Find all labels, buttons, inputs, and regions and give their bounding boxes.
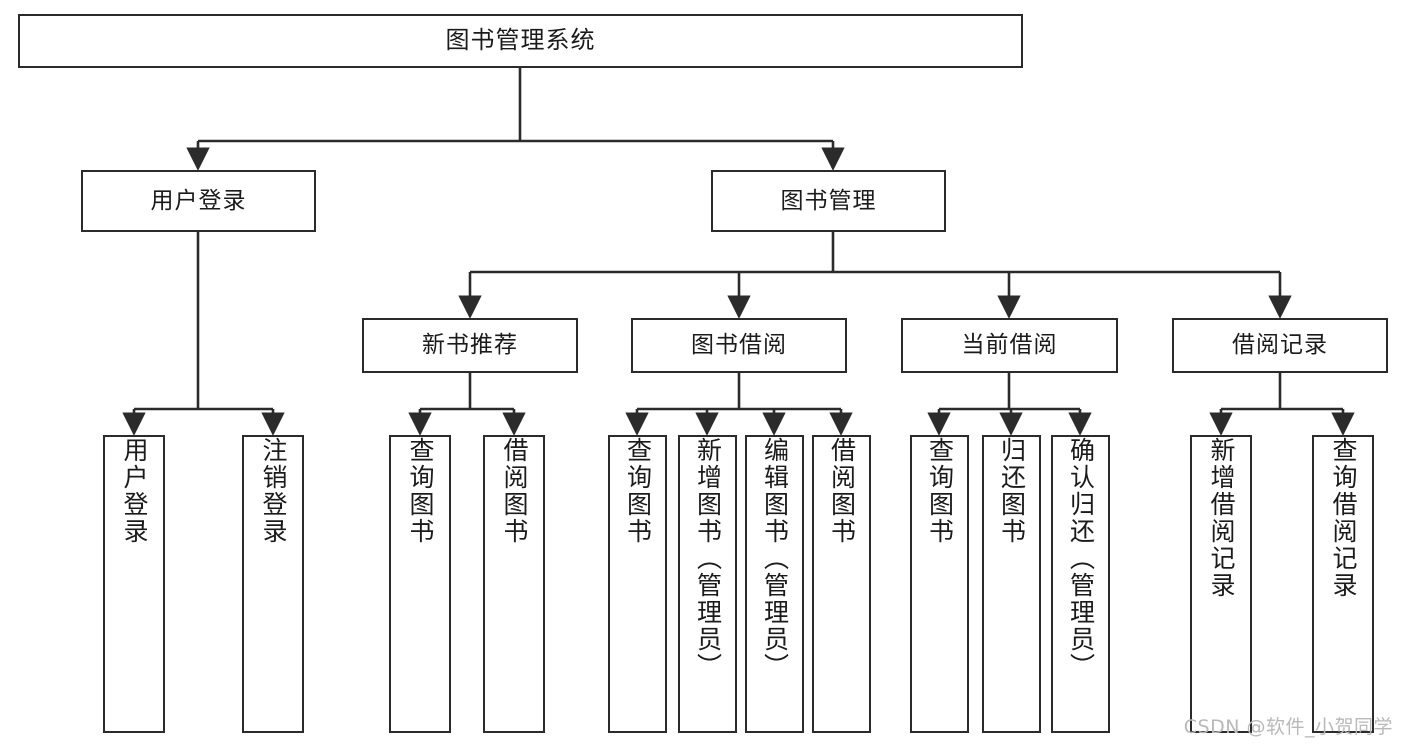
node-label: 注销登录 xyxy=(259,437,288,545)
node-label: 查询图书 xyxy=(623,437,653,545)
node-borrow-record[interactable]: 借阅记录 xyxy=(1172,318,1388,373)
node-label: 图书管理 xyxy=(780,187,877,214)
node-user-login[interactable]: 用户登录 xyxy=(81,170,316,232)
node-leaf-user-login[interactable]: 用户登录 xyxy=(103,435,165,733)
node-leaf-query-book-rec[interactable]: 查询图书 xyxy=(389,435,451,733)
node-leaf-user-logout[interactable]: 注销登录 xyxy=(242,435,304,733)
node-label: 查询图书 xyxy=(406,437,435,545)
node-leaf-query-book[interactable]: 查询图书 xyxy=(608,435,667,733)
node-root-system[interactable]: 图书管理系统 xyxy=(18,14,1023,68)
node-label: 归还图书 xyxy=(997,437,1027,545)
node-label: 借阅图书 xyxy=(827,437,857,545)
node-label: 新增图书（管理员） xyxy=(693,437,723,680)
node-label: 用户登录 xyxy=(120,437,149,545)
node-label: 图书借阅 xyxy=(691,332,787,359)
node-book-borrow[interactable]: 图书借阅 xyxy=(631,318,847,373)
node-leaf-edit-book-admin[interactable]: 编辑图书（管理员） xyxy=(745,435,804,733)
node-label: 编辑图书（管理员） xyxy=(760,437,790,680)
node-leaf-add-borrow-record[interactable]: 新增借阅记录 xyxy=(1190,435,1252,733)
node-label: 确认归还（管理员） xyxy=(1066,437,1096,680)
node-leaf-add-book-admin[interactable]: 新增图书（管理员） xyxy=(678,435,737,733)
node-new-book-recommend[interactable]: 新书推荐 xyxy=(362,318,578,373)
node-leaf-confirm-return-admin[interactable]: 确认归还（管理员） xyxy=(1051,435,1110,733)
node-leaf-lend-book[interactable]: 借阅图书 xyxy=(812,435,871,733)
node-current-borrow[interactable]: 当前借阅 xyxy=(901,318,1118,373)
node-label: 用户登录 xyxy=(150,187,247,214)
node-label: 新书推荐 xyxy=(422,332,518,359)
node-label: 查询借阅记录 xyxy=(1329,437,1358,599)
node-label: 图书管理系统 xyxy=(445,26,596,55)
node-label: 当前借阅 xyxy=(961,332,1058,359)
node-leaf-query-book-current[interactable]: 查询图书 xyxy=(910,435,969,733)
node-leaf-borrow-book-rec[interactable]: 借阅图书 xyxy=(483,435,545,733)
node-leaf-return-book[interactable]: 归还图书 xyxy=(982,435,1041,733)
node-label: 借阅记录 xyxy=(1232,332,1328,359)
node-label: 查询图书 xyxy=(925,437,955,545)
node-book-management[interactable]: 图书管理 xyxy=(711,170,946,232)
node-leaf-query-borrow-record[interactable]: 查询借阅记录 xyxy=(1312,435,1374,733)
node-label: 借阅图书 xyxy=(500,437,529,545)
node-label: 新增借阅记录 xyxy=(1207,437,1236,599)
